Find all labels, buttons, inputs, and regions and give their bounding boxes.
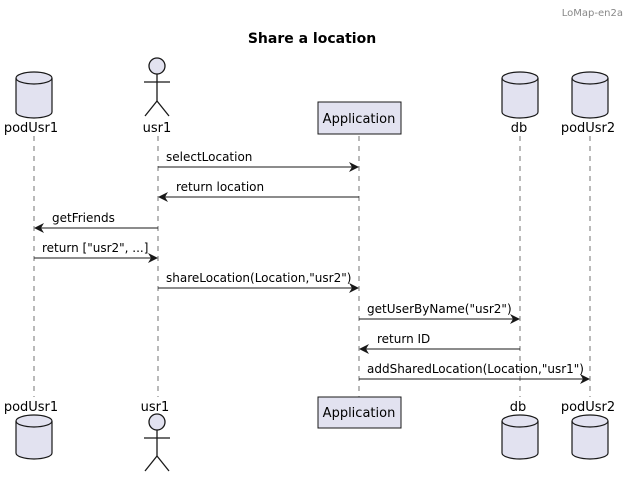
message-8: addSharedLocation(Location,"usr1") (359, 362, 590, 384)
message-6: getUserByName("usr2") (359, 302, 520, 324)
participant-label-application: Application (323, 112, 396, 127)
message-label: return ["usr2", ...] (42, 241, 148, 255)
participant-label-usr1: usr1 (143, 121, 172, 136)
database-icon (571, 71, 609, 119)
database-icon (571, 414, 609, 460)
participant-label-application-bottom: Application (323, 406, 396, 421)
participant-label-db-bottom: db (510, 400, 527, 415)
database-icon (15, 414, 53, 460)
database-icon (15, 71, 53, 119)
actor-icon (144, 413, 170, 472)
lifelines (33, 136, 591, 397)
participant-podUsr2-top: podUsr2 (561, 71, 615, 136)
message-7: return ID (359, 332, 520, 354)
participant-podUsr1-top: podUsr1 (4, 71, 58, 136)
message-label: getFriends (52, 211, 115, 225)
participant-label-podUsr2: podUsr2 (561, 121, 615, 136)
page-header-label: LoMap-en2a (562, 8, 623, 19)
message-label: return ID (377, 332, 430, 346)
database-icon (501, 414, 539, 460)
participant-usr1-top: usr1 (143, 57, 172, 136)
diagram-title: Share a location (248, 31, 376, 47)
database-icon-rim (571, 77, 609, 85)
participant-label-podUsr1-bottom: podUsr1 (4, 400, 58, 415)
message-1: selectLocation (158, 150, 359, 172)
message-5: shareLocation(Location,"usr2") (158, 271, 359, 293)
participant-label-usr1-bottom: usr1 (141, 400, 170, 415)
message-2: return location (158, 180, 359, 202)
database-icon-rim (501, 77, 539, 85)
message-label: getUserByName("usr2") (367, 302, 512, 316)
participant-podUsr1-bottom: podUsr1 (4, 400, 58, 460)
participant-db-bottom: db (501, 400, 539, 460)
database-icon-rim (15, 77, 53, 85)
message-label: return location (176, 180, 264, 194)
database-icon-rim (501, 420, 539, 428)
actor-icon (144, 57, 170, 117)
participant-label-podUsr2-bottom: podUsr2 (561, 400, 615, 415)
participant-label-podUsr1: podUsr1 (4, 121, 58, 136)
message-label: selectLocation (166, 150, 252, 164)
database-icon-rim (571, 420, 609, 428)
database-icon (501, 71, 539, 119)
participant-usr1-bottom: usr1 (141, 400, 170, 472)
message-label: shareLocation(Location,"usr2") (166, 271, 351, 285)
message-4: return ["usr2", ...] (34, 241, 158, 263)
message-3: getFriends (34, 211, 158, 233)
database-icon-rim (15, 420, 53, 428)
participant-label-db: db (511, 121, 528, 136)
participant-application-top: Application (317, 101, 402, 135)
participant-db-top: db (501, 71, 539, 136)
message-label: addSharedLocation(Location,"usr1") (367, 362, 584, 376)
participant-application-bottom: Application (317, 396, 402, 429)
participant-podUsr2-bottom: podUsr2 (561, 400, 615, 460)
messages: selectLocation return location getFriends r… (34, 150, 590, 384)
